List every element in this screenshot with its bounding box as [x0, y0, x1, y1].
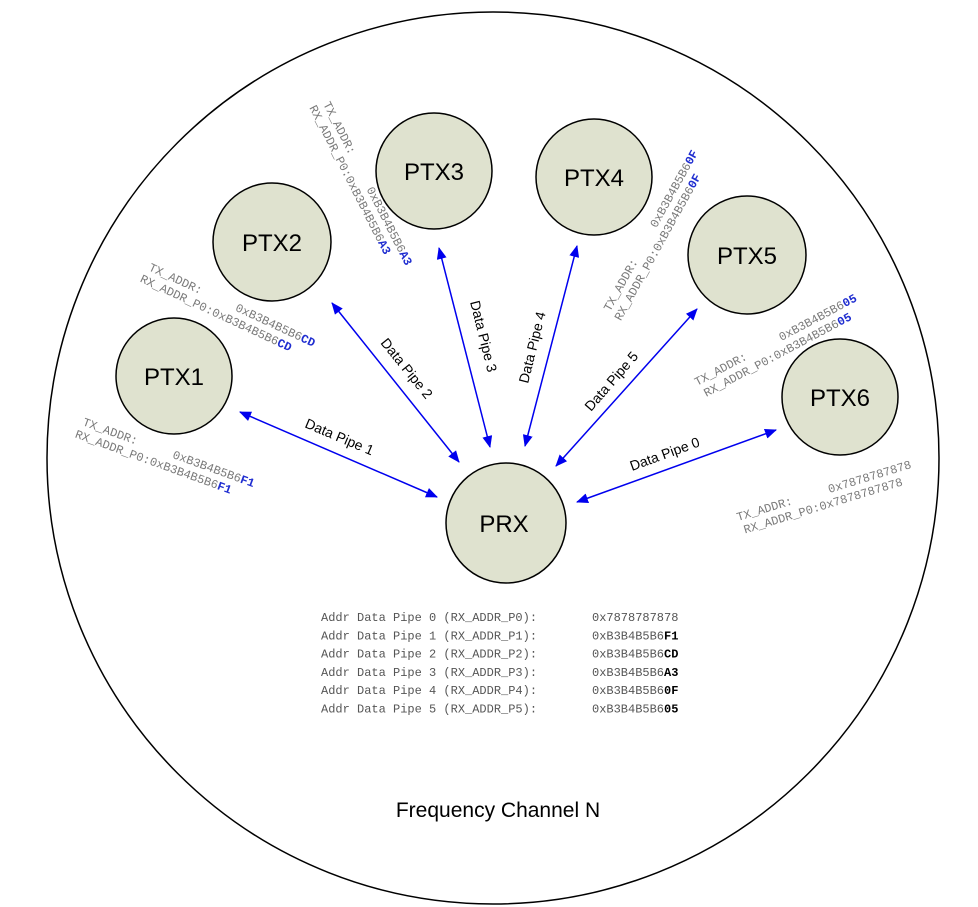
ptx3-label: PTX3: [404, 159, 464, 186]
ptx6-label: PTX6: [810, 385, 870, 412]
ptx1-node: [115, 317, 233, 435]
ptx1-label: PTX1: [144, 364, 204, 391]
data-pipe-0-arrow: [576, 429, 777, 503]
address-table-row: Addr Data Pipe 3 (RX_ADDR_P3):0xB3B4B5B6…: [321, 666, 678, 680]
ptx5-label: PTX5: [717, 243, 777, 270]
ptx4-node: [535, 118, 653, 236]
data-pipe-3-arrow: [436, 247, 493, 448]
address-table-row: Addr Data Pipe 5 (RX_ADDR_P5):0xB3B4B5B6…: [321, 703, 678, 717]
prx-node: [445, 462, 567, 584]
ptx2-node: [212, 182, 332, 302]
data-pipe-4-arrow: [522, 245, 580, 447]
address-table-row: Addr Data Pipe 1 (RX_ADDR_P1):0xB3B4B5B6…: [321, 629, 678, 643]
ptx3-node: [375, 112, 493, 230]
ptx4-label: PTX4: [564, 165, 624, 192]
frequency-channel-label: Frequency Channel N: [396, 799, 600, 822]
prx-label: PRX: [479, 511, 528, 538]
ptx5-node: [687, 195, 807, 315]
address-table-row: Addr Data Pipe 4 (RX_ADDR_P4):0xB3B4B5B6…: [321, 684, 678, 698]
ptx6-node: [781, 338, 899, 456]
ptx2-label: PTX2: [242, 230, 302, 257]
address-table-row: Addr Data Pipe 2 (RX_ADDR_P2):0xB3B4B5B6…: [321, 648, 678, 662]
address-table: Addr Data Pipe 0 (RX_ADDR_P0):0x78787878…: [321, 611, 678, 717]
address-table-row: Addr Data Pipe 0 (RX_ADDR_P0):0x78787878…: [321, 611, 678, 625]
